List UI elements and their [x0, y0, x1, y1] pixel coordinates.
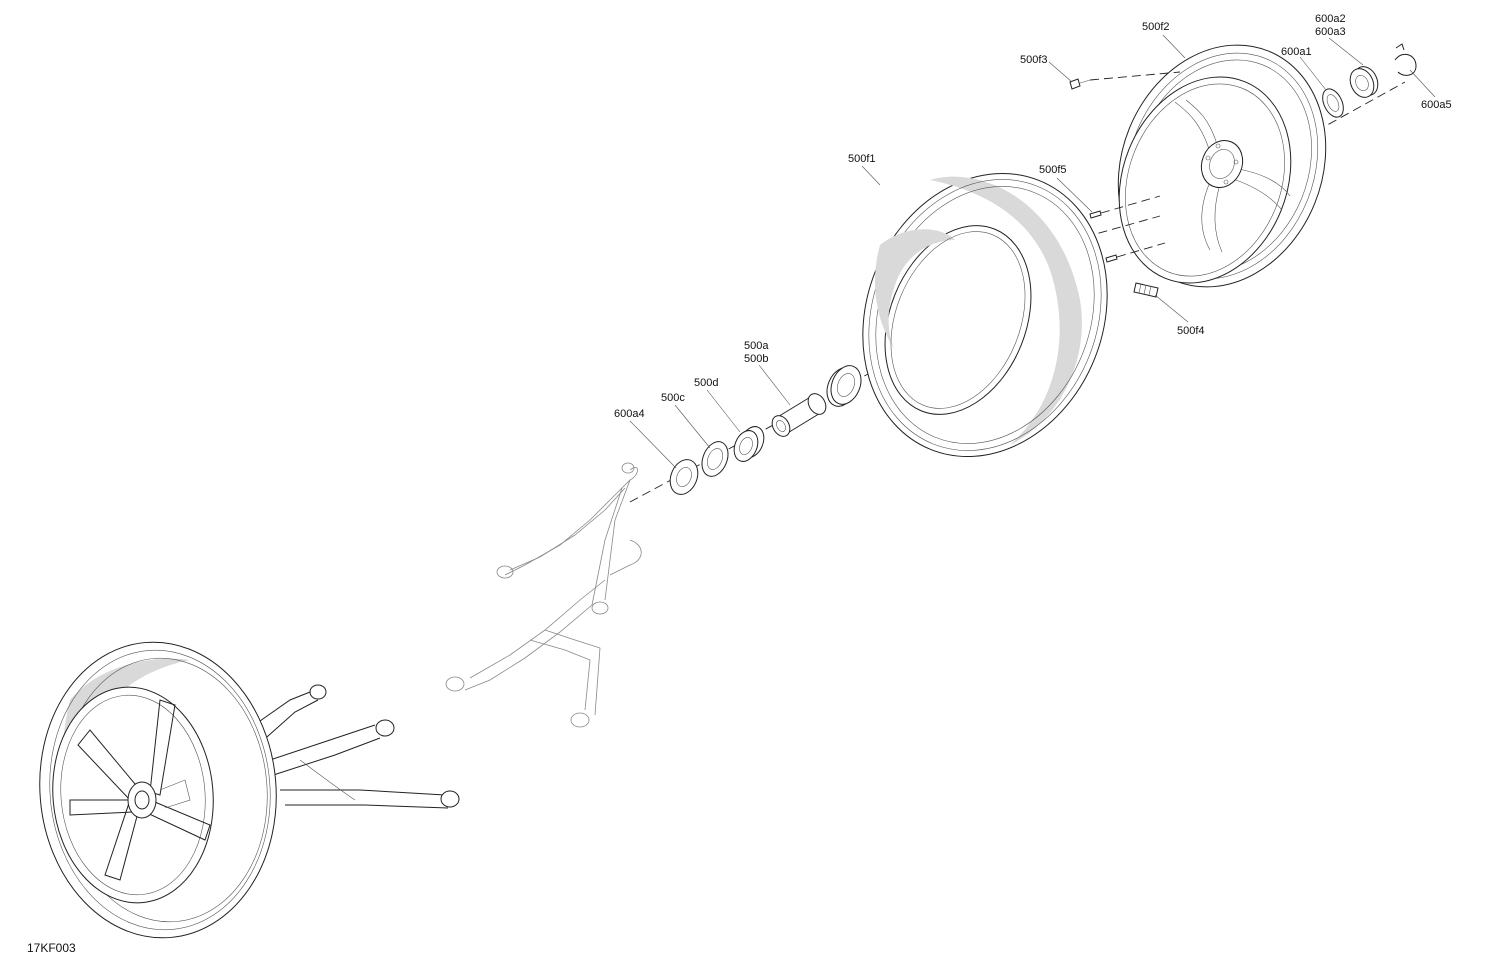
- callout-500f5: 500f5: [1039, 164, 1067, 176]
- axle-spacer-500b: [771, 393, 827, 437]
- callout-500f3: 500f3: [1020, 54, 1048, 66]
- cotter-pin-600a5: [1394, 43, 1417, 76]
- callout-600a4: 600a4: [614, 408, 645, 420]
- callout-500c: 500c: [661, 392, 685, 404]
- nut-600a4: [669, 459, 699, 495]
- castle-nut-600a2: [1349, 66, 1379, 98]
- tire-500f1: [862, 172, 1108, 458]
- assembled-wheel-and-arm: [39, 641, 460, 939]
- front-a-arm: [445, 462, 642, 728]
- washer-600a1: [1322, 88, 1344, 118]
- callout-600a3: 600a3: [1315, 26, 1346, 38]
- callout-600a2: 600a2: [1315, 13, 1346, 25]
- callout-500f1: 500f1: [848, 153, 876, 165]
- needle-bearing-500d: [733, 426, 765, 462]
- callout-500a: 500a: [744, 340, 769, 352]
- balance-weights-500f4: [1133, 282, 1159, 298]
- callout-500d: 500d: [694, 377, 718, 389]
- rear-rim-500f2: [1117, 44, 1327, 288]
- callout-600a1: 600a1: [1281, 46, 1312, 58]
- callout-500b: 500b: [744, 353, 768, 365]
- callout-500f4: 500f4: [1177, 325, 1205, 337]
- callout-labels: 500f2 600a2 600a3 500f3 600a1 600a5 500f…: [614, 13, 1452, 420]
- bearing-500a-right: [826, 365, 862, 407]
- valve-stem-500f3: [1069, 71, 1181, 90]
- callout-600a5: 600a5: [1421, 99, 1452, 111]
- callout-500f2: 500f2: [1142, 21, 1170, 33]
- figure-id: 17KF003: [27, 941, 76, 955]
- seal-500c: [701, 441, 729, 477]
- leader-lines: [629, 34, 1436, 469]
